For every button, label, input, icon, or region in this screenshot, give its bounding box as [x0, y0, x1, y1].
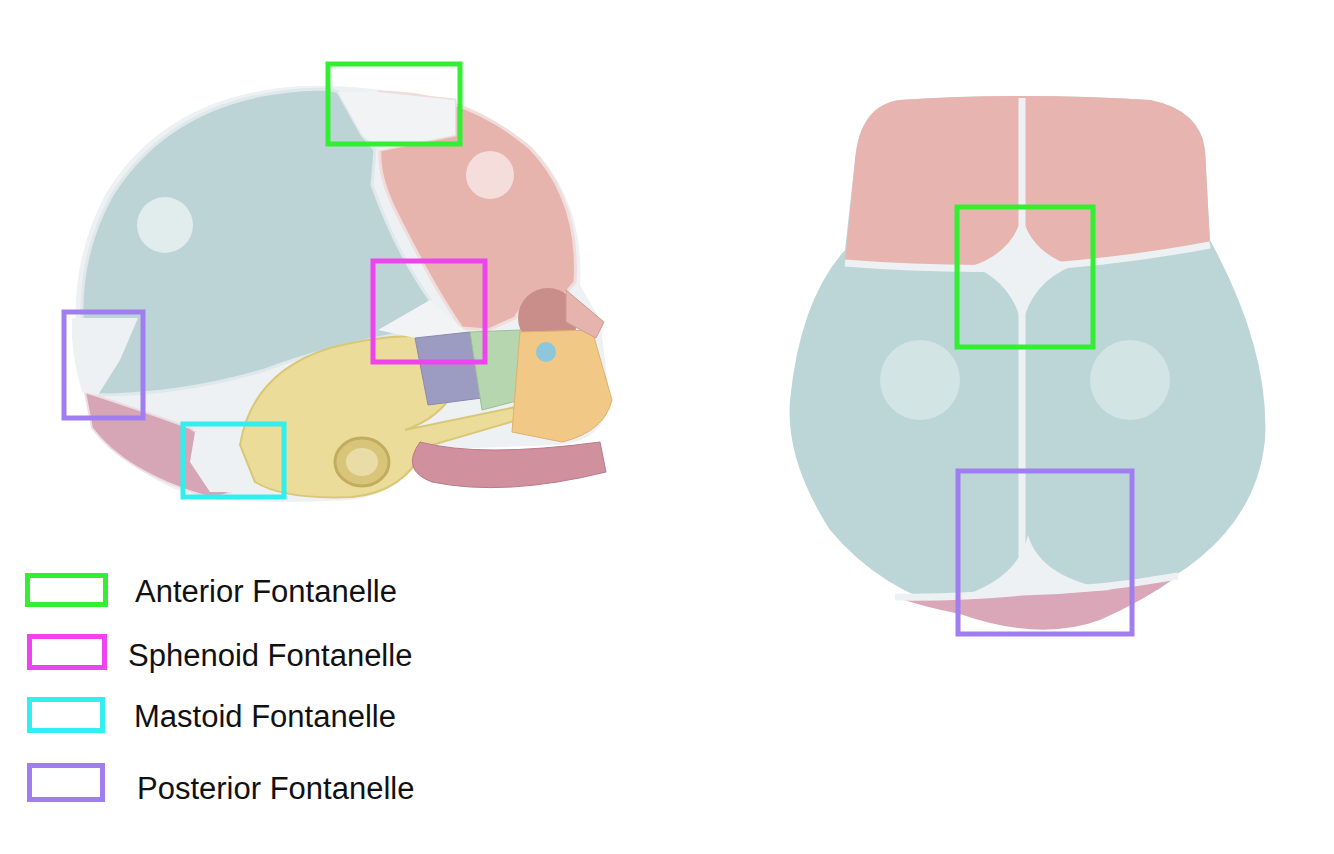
legend-label: Anterior Fontanelle [135, 575, 397, 609]
fontanelle-box [957, 207, 1093, 347]
legend-swatch [27, 763, 105, 802]
fontanelle-box [183, 424, 284, 497]
legend-label: Mastoid Fontanelle [134, 700, 396, 734]
superior-skull [790, 96, 1266, 630]
lateral-skull [72, 86, 612, 502]
fontanelle-box [958, 471, 1132, 634]
fontanelle-box [64, 312, 143, 418]
legend-swatch [27, 697, 105, 733]
legend-label: Posterior Fontanelle [137, 772, 414, 806]
legend-swatch [27, 634, 107, 670]
legend-label: Sphenoid Fontanelle [128, 639, 412, 673]
fontanelle-box [373, 261, 485, 362]
legend-swatch [25, 573, 108, 607]
fontanelle-box [328, 64, 460, 144]
